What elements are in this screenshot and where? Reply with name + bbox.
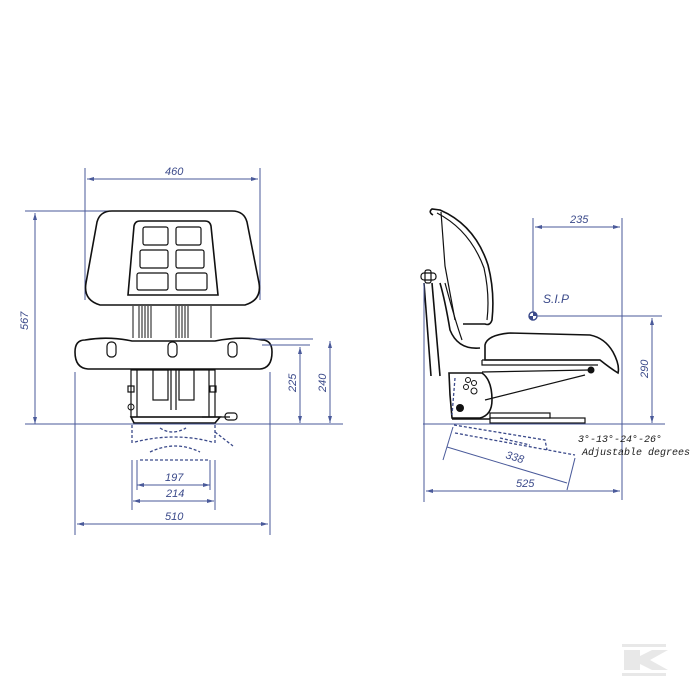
angles-caption: Adjustable degrees <box>581 447 690 459</box>
dim-sip-height: 290 <box>639 318 654 423</box>
dim-seat-height-225: 225 <box>287 347 302 423</box>
dim-label-567: 567 <box>19 311 31 330</box>
sip-label: S.I.P <box>543 292 569 306</box>
dim-label-214: 214 <box>165 488 184 500</box>
tilt-rail-dashed <box>453 424 576 456</box>
dim-rails: 197 214 <box>131 460 216 510</box>
dim-overall-width: 510 <box>74 372 271 535</box>
dim-seat-height-240: 240 <box>317 341 332 423</box>
brand-k-logo-icon <box>622 644 668 676</box>
dim-label-338: 338 <box>504 449 526 466</box>
front-view: 460 567 <box>19 166 343 535</box>
dim-label-510: 510 <box>165 511 184 523</box>
dim-label-197: 197 <box>165 472 184 484</box>
dim-slide-length: 338 <box>442 426 576 491</box>
dim-overall-depth: 525 <box>423 283 620 502</box>
dim-label-460: 460 <box>165 166 184 178</box>
dim-label-525: 525 <box>516 478 535 490</box>
sip-marker: S.I.P <box>528 292 662 321</box>
dim-overall-height: 567 <box>19 210 115 424</box>
dim-label-225: 225 <box>287 373 299 393</box>
dim-backrest-width: 460 <box>84 166 261 300</box>
dim-label-290: 290 <box>639 359 651 379</box>
rail-dashed <box>131 425 234 461</box>
dim-sip-offset: 235 <box>532 214 623 500</box>
dim-label-235: 235 <box>569 214 589 226</box>
dim-label-240: 240 <box>317 373 329 393</box>
angles-label: 3°-13°-24°-26° <box>578 434 662 446</box>
side-view: 235 S.I.P 290 <box>420 208 690 502</box>
